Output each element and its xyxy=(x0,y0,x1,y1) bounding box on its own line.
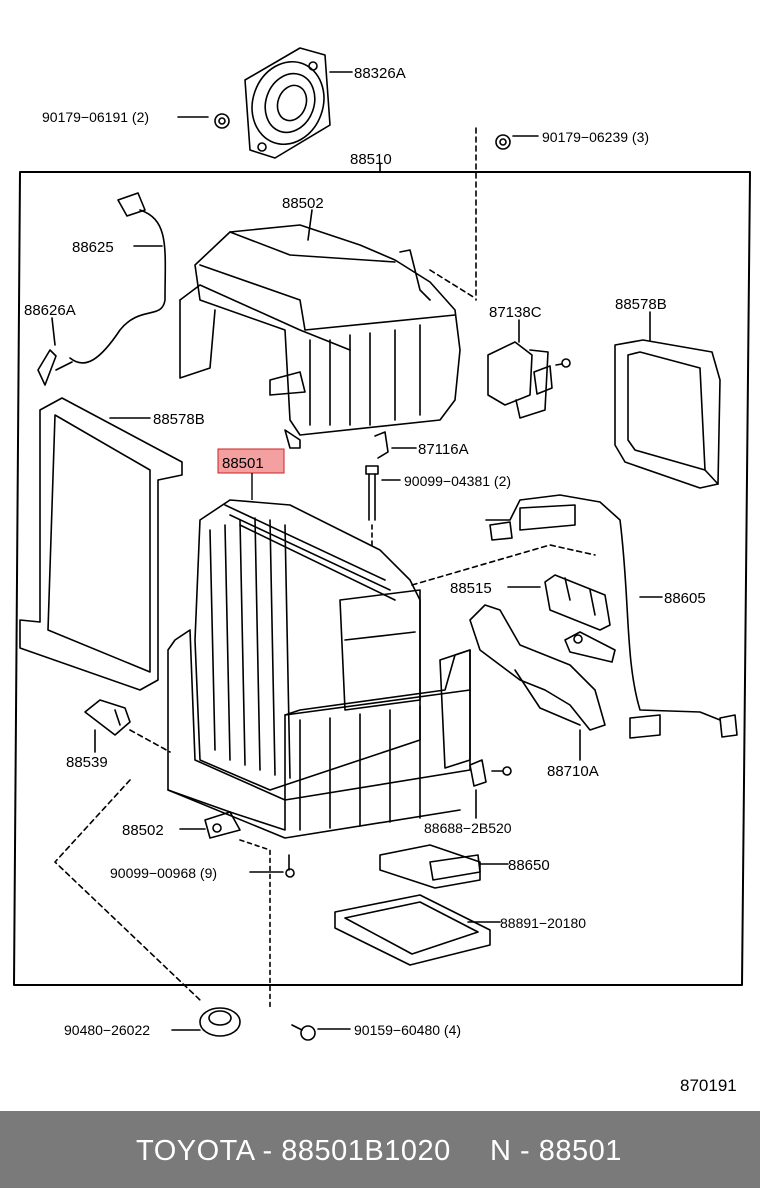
filter-88650-drawing xyxy=(379,844,481,889)
label-88510: 88510 xyxy=(350,151,392,168)
bolt-90099-04381 xyxy=(365,465,379,521)
label-88578b-left: 88578B xyxy=(153,411,205,428)
seal-88578b-right-drawing xyxy=(614,339,721,489)
label-88515: 88515 xyxy=(450,580,492,597)
grommet-90480-26022 xyxy=(199,1007,241,1037)
label-88605: 88605 xyxy=(664,590,706,607)
seal-88578b-left-drawing xyxy=(19,397,183,691)
label-88501: 88501 xyxy=(222,455,264,472)
flange-88326a-drawing xyxy=(244,47,331,159)
parts-exploded-diagram: 88326A 90179−06191 (2) 90179−06239 (3) 8… xyxy=(13,47,751,1041)
label-90099-00968: 90099−00968 (9) xyxy=(110,865,217,881)
clip-87116a-drawing xyxy=(374,431,389,459)
nut-90179-06239 xyxy=(495,134,511,150)
wire-88625-drawing xyxy=(69,192,167,364)
resistor-87138c-drawing xyxy=(487,341,571,419)
sensor-88626a-drawing xyxy=(37,349,73,386)
upper-case-88502-drawing xyxy=(179,224,461,449)
expansion-valve-88515-drawing xyxy=(544,574,611,631)
label-88539: 88539 xyxy=(66,754,108,771)
label-88626a: 88626A xyxy=(24,302,76,319)
label-90179-06191: 90179−06191 (2) xyxy=(42,109,149,125)
label-90480-26022: 90480−26022 xyxy=(64,1022,150,1038)
label-90099-04381: 90099−04381 (2) xyxy=(404,473,511,489)
label-87138c: 87138C xyxy=(489,304,542,321)
label-88891-20180: 88891−20180 xyxy=(500,915,586,931)
footer-part-number: TOYOTA - 88501B1020 xyxy=(136,1135,451,1167)
label-90159-60480: 90159−60480 (4) xyxy=(354,1022,461,1038)
tube-88710a-drawing xyxy=(469,604,616,731)
label-88326a: 88326A xyxy=(354,65,406,82)
label-88502-top: 88502 xyxy=(282,195,324,212)
screw-90159-60480 xyxy=(291,1024,316,1041)
label-88688-2b520: 88688−2B520 xyxy=(424,820,512,836)
footer-bar: TOYOTA - 88501B1020 N - 88501 xyxy=(0,1111,760,1188)
lower-case-88502-drawing xyxy=(167,629,471,839)
plate-88891-20180-drawing xyxy=(334,894,491,966)
evaporator-88501-drawing xyxy=(194,499,421,791)
nut-90179-06191 xyxy=(214,113,230,129)
wire-88605-drawing xyxy=(485,494,738,739)
footer-reference: N - 88501 xyxy=(490,1135,622,1167)
bracket-88688-2b520-drawing xyxy=(469,759,512,787)
label-88578b-right: 88578B xyxy=(615,296,667,313)
label-88625: 88625 xyxy=(72,239,114,256)
label-90179-06239: 90179−06239 (3) xyxy=(542,129,649,145)
label-87116a: 87116A xyxy=(418,441,469,458)
diagram-code: 870191 xyxy=(680,1076,737,1095)
label-88650: 88650 xyxy=(508,857,550,874)
drain-hose-88539-drawing xyxy=(84,699,131,736)
assembly-frame xyxy=(13,171,751,986)
label-88502-bottom: 88502 xyxy=(122,822,164,839)
label-88710a: 88710A xyxy=(547,763,599,780)
screw-90099-00968 xyxy=(285,854,295,878)
highlight-88501 xyxy=(217,448,285,474)
